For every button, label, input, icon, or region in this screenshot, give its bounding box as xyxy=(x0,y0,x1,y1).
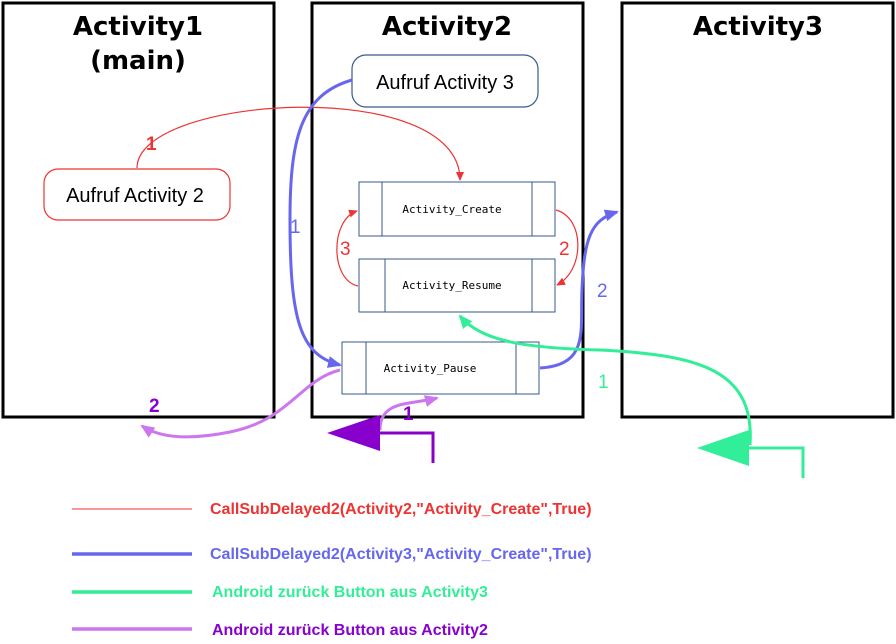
legend: CallSubDelayed2(Activity2,"Activity_Crea… xyxy=(72,501,592,639)
activity1-title: Activity1 xyxy=(73,12,203,42)
green-step-1: 1 xyxy=(598,372,609,393)
blue-arrow-pause-to-activity3 xyxy=(539,209,619,370)
routine-pause-box: Activity_Pause xyxy=(341,341,540,395)
green-back-button-icon xyxy=(745,446,805,478)
legend-label-purple: Android zurück Button aus Activity2 xyxy=(212,622,488,639)
blue-step-2: 2 xyxy=(597,281,608,302)
routine-resume-box: Activity_Resume xyxy=(358,258,556,313)
routine-create-label: Activity_Create xyxy=(402,203,501,216)
red-step-1: 1 xyxy=(146,134,157,155)
legend-label-green: Android zurück Button aus Activity3 xyxy=(212,584,488,601)
green-arrow-back-to-resume xyxy=(458,314,752,446)
legend-label-red: CallSubDelayed2(Activity2,"Activity_Crea… xyxy=(210,501,592,518)
call-activity3-box: Aufruf Activity 3 xyxy=(351,54,539,108)
green-flow: 1 xyxy=(458,314,805,478)
red-step-3: 3 xyxy=(340,239,351,260)
routine-resume-label: Activity_Resume xyxy=(402,279,501,292)
red-flow: 1 2 3 xyxy=(136,106,579,287)
purple-back-button-icon xyxy=(375,431,435,463)
red-arrow-call-to-create xyxy=(136,106,464,181)
routine-create-box: Activity_Create xyxy=(358,181,556,237)
legend-item-green: Android zurück Button aus Activity3 xyxy=(72,584,488,601)
red-arrow-resume-to-create xyxy=(336,209,359,287)
purple-step-1: 1 xyxy=(403,404,414,425)
red-arrow-create-to-resume xyxy=(555,209,579,286)
legend-item-purple: Android zurück Button aus Activity2 xyxy=(72,622,488,639)
activity2-title: Activity2 xyxy=(382,12,512,42)
red-step-2: 2 xyxy=(559,239,570,260)
legend-item-blue: CallSubDelayed2(Activity3,"Activity_Crea… xyxy=(72,546,592,563)
activity1-subtitle: (main) xyxy=(90,46,186,76)
routine-pause-label: Activity_Pause xyxy=(384,362,477,375)
call-activity2-label: Aufruf Activity 2 xyxy=(66,185,204,207)
purple-step-2: 2 xyxy=(149,396,160,417)
purple-flow: 1 2 xyxy=(140,368,439,463)
legend-label-blue: CallSubDelayed2(Activity3,"Activity_Crea… xyxy=(210,546,592,563)
activity3-panel: Activity3 xyxy=(620,1,895,419)
blue-arrow-call-to-pause xyxy=(288,78,353,368)
blue-step-1: 1 xyxy=(290,217,301,238)
blue-flow: 1 2 xyxy=(288,78,619,370)
legend-item-red: CallSubDelayed2(Activity2,"Activity_Crea… xyxy=(72,501,592,518)
activity3-title: Activity3 xyxy=(693,12,823,42)
call-activity3-label: Aufruf Activity 3 xyxy=(376,72,514,94)
call-activity2-box: Aufruf Activity 2 xyxy=(43,168,231,221)
purple-arrow-pause-to-activity1 xyxy=(140,368,341,439)
purple-arrow-back-to-pause xyxy=(378,395,439,431)
